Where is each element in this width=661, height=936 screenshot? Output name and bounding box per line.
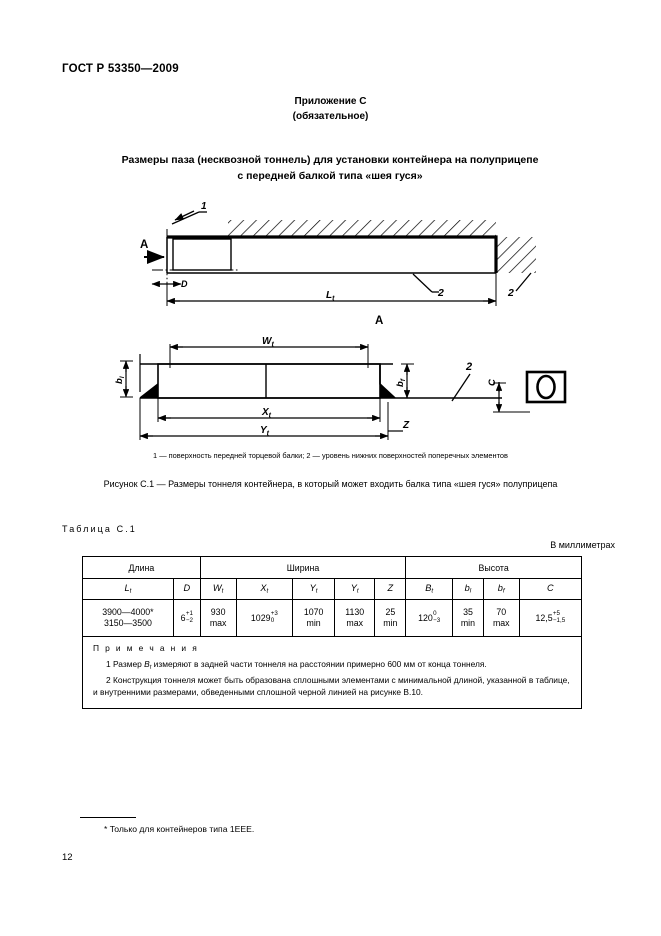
figure-title-line-1: Размеры паза (несквозной тоннель) для ус… — [121, 154, 539, 166]
table-label: Таблица С.1 — [62, 524, 137, 534]
callout-1-label: 1 — [201, 201, 207, 212]
table-symbol-yt-max: Yt — [333, 578, 376, 600]
table-symbol-wt: Wt — [199, 578, 237, 600]
dim-D-label: D — [181, 279, 188, 289]
table-symbol-c: C — [518, 578, 583, 600]
table-cell-lt: 3900—4000* 3150—3500 — [82, 599, 174, 637]
table-units-note: В миллиметрах — [550, 540, 615, 550]
dim-Yt-label: Yt — [260, 425, 270, 438]
figure-legend-text: 1 — поверхность передней торцевой балки;… — [153, 451, 508, 460]
figure-legend: 1 — поверхность передней торцевой балки;… — [0, 450, 661, 461]
dim-Xt-label: Xt — [261, 407, 272, 420]
table-symbol-d: D — [172, 578, 201, 600]
figure-caption-text: Рисунок С.1 — Размеры тоннеля контейнера… — [103, 479, 558, 489]
table-symbol-lt: Lt — [82, 578, 174, 600]
section-view-a-a: Wt — [114, 336, 567, 440]
table-symbol-row: Lt D Wt Xt Yt Yt Z Bt bl bf C — [82, 578, 583, 600]
callout-2-label-b: 2 — [507, 287, 514, 299]
callout-2-label-a: 2 — [437, 287, 444, 299]
table-group-header-length: Длина — [82, 556, 201, 579]
figure-caption: Рисунок С.1 — Размеры тоннеля контейнера… — [0, 478, 661, 491]
page-number: 12 — [62, 852, 73, 863]
table-group-header-height: Высота — [405, 556, 582, 579]
dim-Wt-label: Wt — [262, 336, 274, 349]
table-cell-d: 6+1−2 — [172, 599, 201, 637]
notes-title: П р и м е ч а н и я — [93, 643, 199, 653]
annex-title: Приложение С — [294, 96, 367, 107]
annex-heading: Приложение С (обязательное) — [0, 94, 661, 124]
footnote-text: * Только для контейнеров типа 1ЕЕЕ. — [104, 824, 255, 834]
table-cell-c: 12,5+5−1,5 — [518, 599, 583, 637]
table-group-header-row: Длина Ширина Высота — [82, 556, 582, 579]
table-symbol-bt: Bt — [405, 578, 454, 600]
annex-subtitle: (обязательное) — [292, 111, 369, 122]
dim-Z-label: Z — [402, 420, 410, 431]
table-notes-cell: П р и м е ч а н и я 1 Размер Bt измеряют… — [82, 636, 582, 709]
dim-Lt-label: Lt — [326, 290, 335, 303]
table-symbol-bf: bf — [482, 578, 520, 600]
dimensions-table: Длина Ширина Высота Lt D Wt Xt Yt Yt Z B… — [82, 556, 583, 709]
top-view: 1 A D Lt 2 — [140, 201, 536, 327]
dim-C-label: C — [487, 379, 498, 386]
note-2: 2 Конструкция тоннеля может быть образов… — [93, 674, 570, 698]
table-symbol-bl: bl — [452, 578, 484, 600]
standard-header: ГОСТ Р 53350—2009 — [62, 63, 179, 75]
callout-2-label-c: 2 — [465, 361, 472, 373]
dim-bl-label: bl — [114, 376, 126, 384]
footnote-separator — [80, 817, 136, 818]
section-name-A: A — [375, 315, 383, 327]
figure-title: Размеры паза (несквозной тоннель) для ус… — [80, 152, 580, 184]
figure-title-line-2: с передней балкой типа «шея гуся» — [237, 170, 423, 182]
dim-bf-label: bf — [395, 378, 407, 387]
table-symbol-yt-min: Yt — [292, 578, 335, 600]
figure-drawing: 1 A D Lt 2 — [0, 196, 661, 446]
table-symbol-z: Z — [374, 578, 407, 600]
table-symbol-xt: Xt — [235, 578, 294, 600]
section-arrow-label-A: A — [140, 239, 148, 251]
table-notes-row: П р и м е ч а н и я 1 Размер Bt измеряют… — [82, 636, 582, 709]
note-1: 1 Размер Bt измеряют в задней части тонн… — [106, 658, 487, 671]
table-group-header-width: Ширина — [199, 556, 407, 579]
